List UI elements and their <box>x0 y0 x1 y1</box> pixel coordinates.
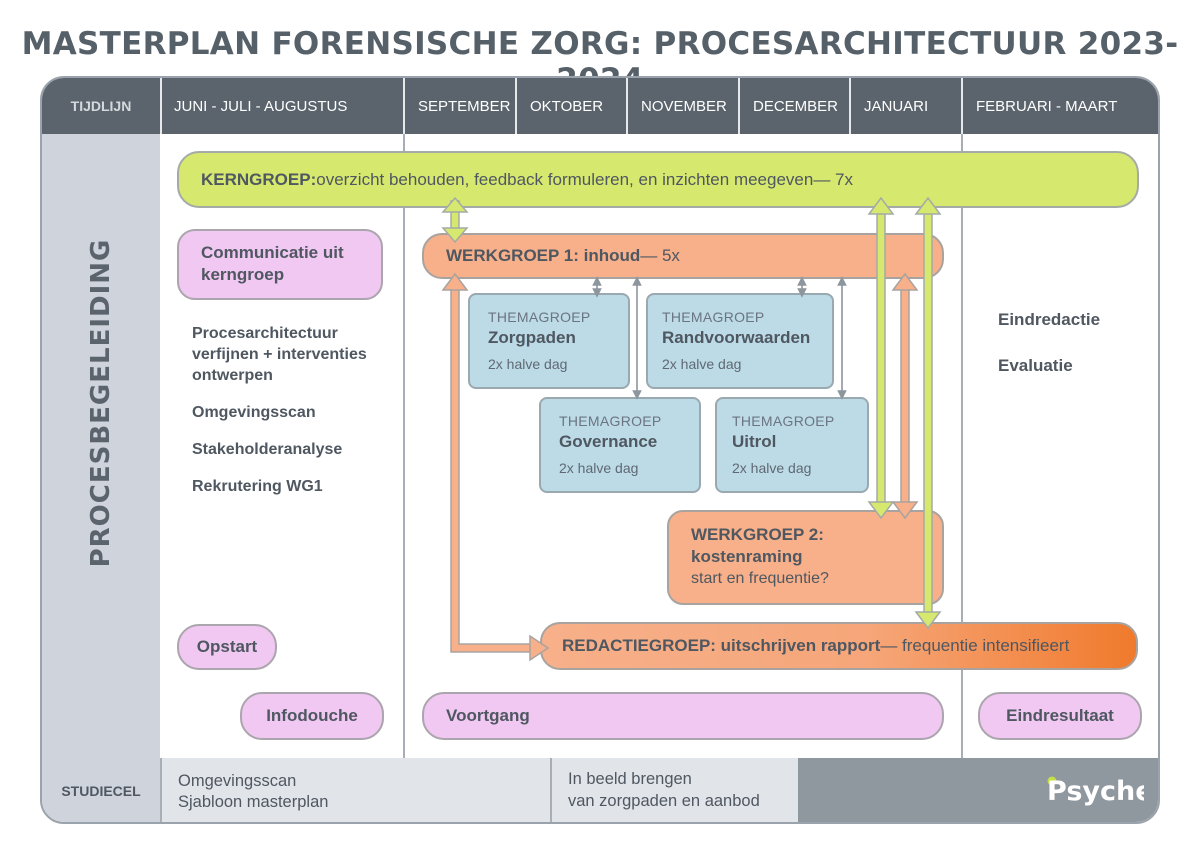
themagroep-zorgpaden: THEMAGROEP Zorgpaden 2x halve dag <box>468 293 630 389</box>
period-december: DECEMBER <box>753 97 839 115</box>
psyche-logo-mark: Psyche <box>1047 776 1154 807</box>
period-november: NOVEMBER <box>641 97 727 115</box>
header-divider <box>849 78 851 134</box>
logo-cell: Psyche <box>798 758 1158 822</box>
tijdlijn-label: TIJDLIJN <box>70 98 132 114</box>
header-divider <box>515 78 517 134</box>
themagroep-name: Uitrol <box>732 432 777 451</box>
task-procesarchitectuur: Procesarchitectuur verfijnen + intervent… <box>192 325 367 384</box>
psyche-logo: Psyche <box>1044 770 1154 810</box>
kerngroep-bar: KERNGROEP: overzicht behouden, feedback … <box>177 151 1139 208</box>
themagroep-name: Randvoorwaarden <box>662 328 811 347</box>
header-divider <box>738 78 740 134</box>
timeline-header <box>42 78 1158 134</box>
studiecel-text: Omgevingsscan <box>178 772 297 790</box>
studiecel-label: STUDIECEL <box>42 758 160 822</box>
werkgroep1-name: WERKGROEP 1: inhoud <box>446 246 641 265</box>
werkgroep2-frequency: start en frequentie? <box>691 570 829 587</box>
themagroep-name: Zorgpaden <box>488 328 576 347</box>
header-divider <box>160 78 162 134</box>
header-divider <box>626 78 628 134</box>
task-stakeholderanalyse: Stakeholderanalyse <box>192 441 343 458</box>
milestone-eindresultaat: Eindresultaat <box>978 692 1142 740</box>
task-eindredactie: Eindredactie <box>998 310 1101 329</box>
redactiegroep-name: REDACTIEGROEP: uitschrijven rapport <box>562 636 881 655</box>
studiecel-cell-2: In beeld brengen van zorgpaden en aanbod <box>550 758 798 822</box>
milestone-opstart: Opstart <box>177 624 277 670</box>
header-divider <box>403 78 405 134</box>
header-divider <box>961 78 963 134</box>
task-rekrutering: Rekrutering WG1 <box>192 478 323 495</box>
procesbegeleiding-label: PROCESBEGELEIDING <box>86 238 116 568</box>
communicatie-box: Communicatie uit kerngroep <box>177 229 383 300</box>
werkgroep1-bar: WERKGROEP 1: inhoud — 5x <box>422 233 944 279</box>
kerngroep-text: overzicht behouden, feedback formuleren,… <box>316 169 814 189</box>
studiecel-row: STUDIECEL Omgevingsscan Sjabloon masterp… <box>42 758 1158 822</box>
studiecel-text: Sjabloon masterplan <box>178 793 329 811</box>
period-januari: JANUARI <box>864 97 929 115</box>
task-evaluatie: Evaluatie <box>998 356 1073 375</box>
werkgroep2-name: WERKGROEP 2: <box>691 525 824 544</box>
column-divider <box>961 134 963 758</box>
communicatie-text: Communicatie uit kerngroep <box>201 243 344 284</box>
procesbegeleiding-column <box>42 134 160 758</box>
werkgroep2-box: WERKGROEP 2: kostenraming start en frequ… <box>667 510 944 605</box>
period-oktober: OKTOBER <box>530 97 604 115</box>
themagroep-label: THEMAGROEP <box>732 413 835 429</box>
period-februari-maart: FEBRUARI - MAART <box>976 97 1118 115</box>
themagroep-randvoorwaarden: THEMAGROEP Randvoorwaarden 2x halve dag <box>646 293 834 389</box>
themagroep-uitrol: THEMAGROEP Uitrol 2x halve dag <box>715 397 869 493</box>
kerngroep-frequency: — 7x <box>813 169 854 189</box>
themagroep-label: THEMAGROEP <box>559 413 662 429</box>
kerngroep-name: KERNGROEP: <box>201 169 317 189</box>
themagroep-governance: THEMAGROEP Governance 2x halve dag <box>539 397 701 493</box>
studiecel-text: van zorgpaden en aanbod <box>568 792 760 810</box>
themagroep-frequency: 2x halve dag <box>662 356 742 372</box>
task-omgevingsscan: Omgevingsscan <box>192 404 316 421</box>
svg-text:Psyche: Psyche <box>1047 776 1144 807</box>
period-juni-augustus: JUNI - JULI - AUGUSTUS <box>174 97 348 115</box>
redactiegroep-frequency: — frequentie intensifieert <box>880 636 1070 655</box>
themagroep-frequency: 2x halve dag <box>732 460 812 476</box>
themagroep-label: THEMAGROEP <box>662 309 765 325</box>
werkgroep2-name: kostenraming <box>691 547 803 566</box>
werkgroep1-frequency: — 5x <box>640 246 680 265</box>
themagroep-name: Governance <box>559 432 658 451</box>
column-divider <box>403 134 405 758</box>
studiecel-text: In beeld brengen <box>568 770 692 788</box>
period-september: SEPTEMBER <box>418 97 511 115</box>
redactiegroep-bar: REDACTIEGROEP: uitschrijven rapport — fr… <box>540 622 1138 670</box>
themagroep-label: THEMAGROEP <box>488 309 591 325</box>
studiecel-cell-1: Omgevingsscan Sjabloon masterplan <box>160 758 550 822</box>
themagroep-frequency: 2x halve dag <box>488 356 568 372</box>
themagroep-frequency: 2x halve dag <box>559 460 639 476</box>
milestone-voortgang: Voortgang <box>422 692 944 740</box>
milestone-infodouche: Infodouche <box>240 692 384 740</box>
